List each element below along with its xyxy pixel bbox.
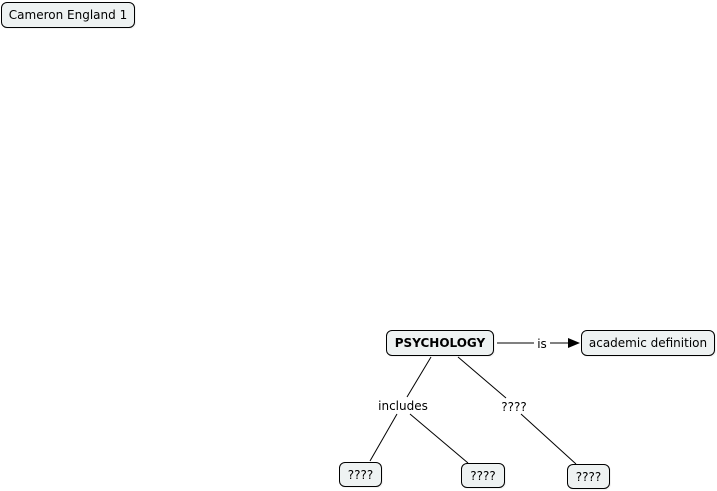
concept-child-a-label: ???? xyxy=(347,467,374,482)
link-label-includes[interactable]: includes xyxy=(377,399,429,413)
concept-child-c-label: ???? xyxy=(575,469,602,484)
connector-unknown-link-to-child-c xyxy=(520,413,577,465)
concept-academic-definition[interactable]: academic definition xyxy=(581,330,715,356)
connector-includes-to-child-a xyxy=(369,413,398,462)
concept-child-b[interactable]: ???? xyxy=(461,463,505,488)
concept-child-a[interactable]: ???? xyxy=(339,462,382,487)
connector-root-to-includes xyxy=(406,356,432,398)
concept-child-c[interactable]: ???? xyxy=(567,464,610,489)
title-node-label: Cameron England 1 xyxy=(8,8,128,22)
link-label-is[interactable]: is xyxy=(536,337,548,351)
concept-academic-definition-label: academic definition xyxy=(588,336,708,350)
link-label-unknown[interactable]: ???? xyxy=(500,400,528,414)
connector-root-to-unknown-link xyxy=(457,356,507,399)
title-node[interactable]: Cameron England 1 xyxy=(1,2,135,28)
concept-psychology[interactable]: PSYCHOLOGY xyxy=(386,330,494,356)
concept-psychology-label: PSYCHOLOGY xyxy=(394,336,486,350)
concept-child-b-label: ???? xyxy=(470,468,496,483)
connector-includes-to-child-b xyxy=(409,413,469,464)
